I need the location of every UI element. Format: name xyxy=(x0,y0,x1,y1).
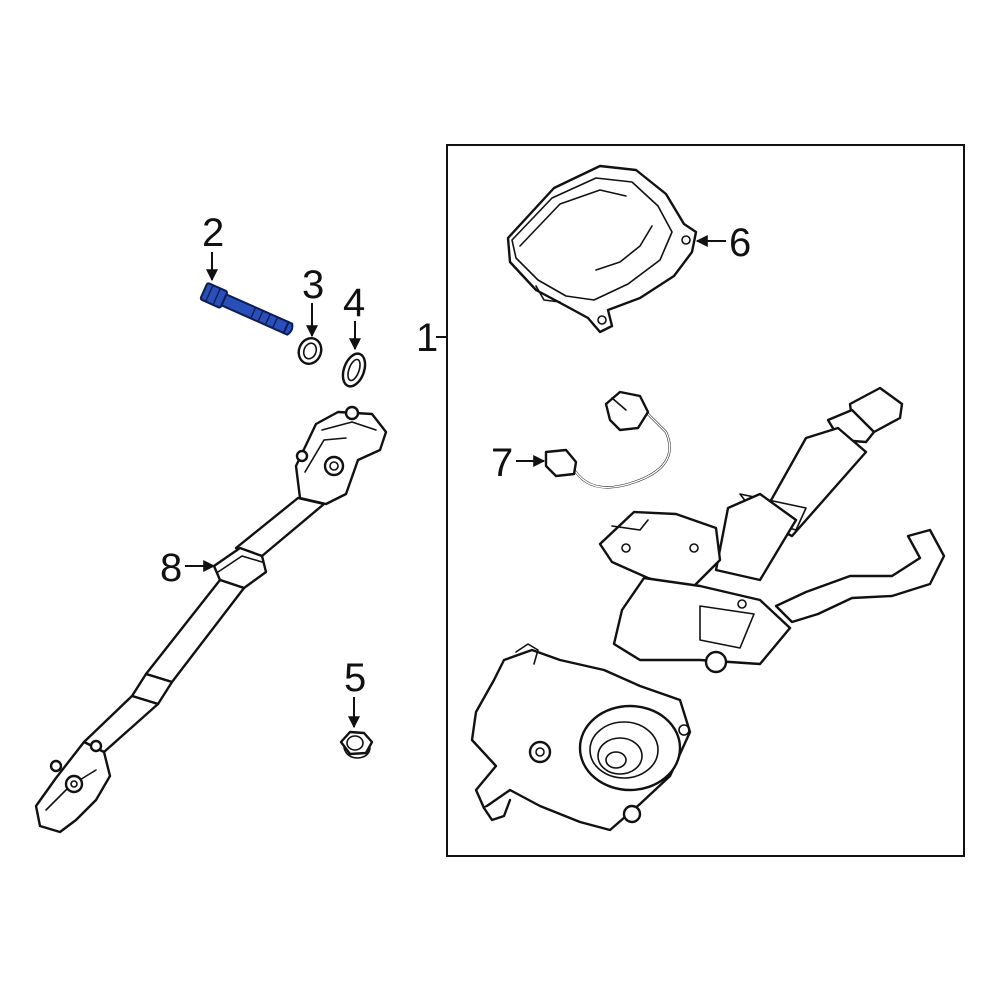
callout-2[interactable]: 2 xyxy=(202,211,224,255)
assembly-frame xyxy=(446,144,965,857)
callout-5[interactable]: 5 xyxy=(344,656,366,700)
wire-harness-part-7[interactable] xyxy=(544,390,671,489)
seal-ring-part-4[interactable] xyxy=(339,351,369,390)
callout-7[interactable]: 7 xyxy=(491,441,513,485)
washer-part-3[interactable] xyxy=(295,335,325,367)
steering-column-part-1[interactable] xyxy=(470,386,946,832)
bolt-part-2[interactable] xyxy=(199,282,295,338)
module-cover-part-6[interactable] xyxy=(506,164,698,334)
callout-6[interactable]: 6 xyxy=(729,221,751,265)
callout-1[interactable]: 1 xyxy=(416,316,438,360)
callout-8[interactable]: 8 xyxy=(160,546,182,590)
nut-part-5[interactable] xyxy=(339,730,374,759)
intermediate-shaft-part-8[interactable] xyxy=(34,405,388,834)
callout-4[interactable]: 4 xyxy=(343,281,365,325)
callout-3[interactable]: 3 xyxy=(302,263,324,307)
